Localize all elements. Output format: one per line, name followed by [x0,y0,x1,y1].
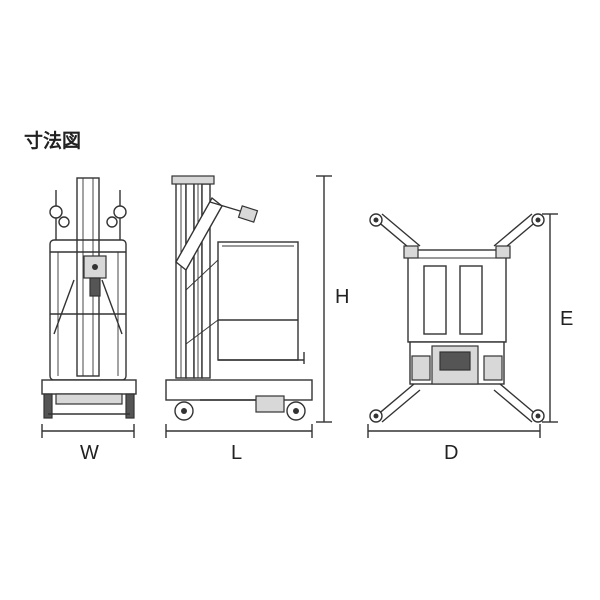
dimension-w [41,424,135,438]
top-view [369,213,545,423]
dimension-d [367,424,541,438]
dimension-l-label: L [231,442,243,464]
dimension-h-label: H [335,286,350,308]
outrigger-bottom-right [499,383,539,417]
front-view [41,177,137,419]
side-view [165,175,313,421]
dimension-w-label: W [80,442,99,464]
dimension-e-label: E [560,308,574,330]
top-platform [407,249,507,343]
front-right-knob [113,205,127,219]
dimension-e [542,213,558,423]
side-platform-cage [217,241,299,361]
dimension-d-label: D [444,442,459,464]
outrigger-bottom-left [375,383,415,417]
side-base [165,379,313,401]
diagram-title: 寸法図 [24,130,82,152]
dimension-l [165,424,313,438]
front-base [41,379,137,395]
dimension-h [316,175,332,423]
front-left-knob [49,205,63,219]
